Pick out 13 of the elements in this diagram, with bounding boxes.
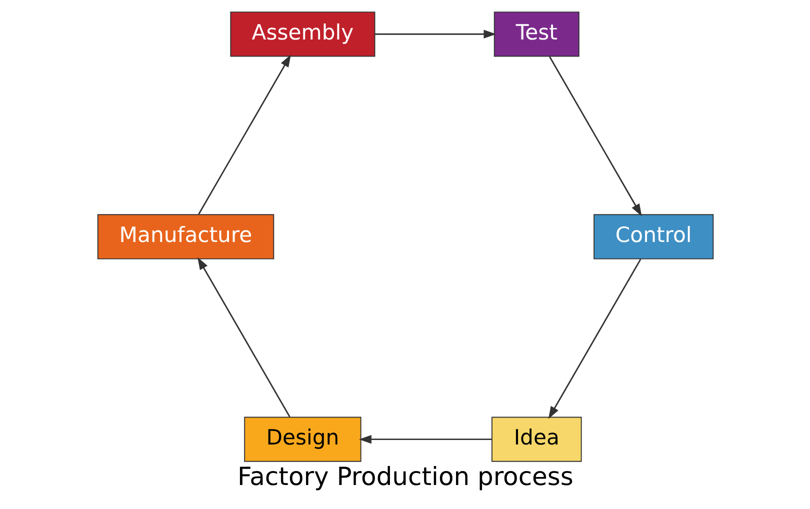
node-box: Test bbox=[493, 12, 579, 57]
arrow bbox=[358, 434, 492, 444]
node-box: Control bbox=[593, 214, 714, 260]
node-box: Idea bbox=[490, 416, 582, 462]
arrow bbox=[548, 258, 641, 419]
arrow bbox=[197, 257, 290, 418]
node-box: Manufacture bbox=[96, 214, 274, 260]
node-box: Design bbox=[244, 416, 361, 462]
arrow bbox=[198, 54, 290, 215]
diagram-title: Factory Production process bbox=[237, 462, 573, 492]
arrow bbox=[548, 56, 642, 216]
arrow bbox=[374, 30, 496, 39]
node-box: Assembly bbox=[230, 12, 375, 57]
